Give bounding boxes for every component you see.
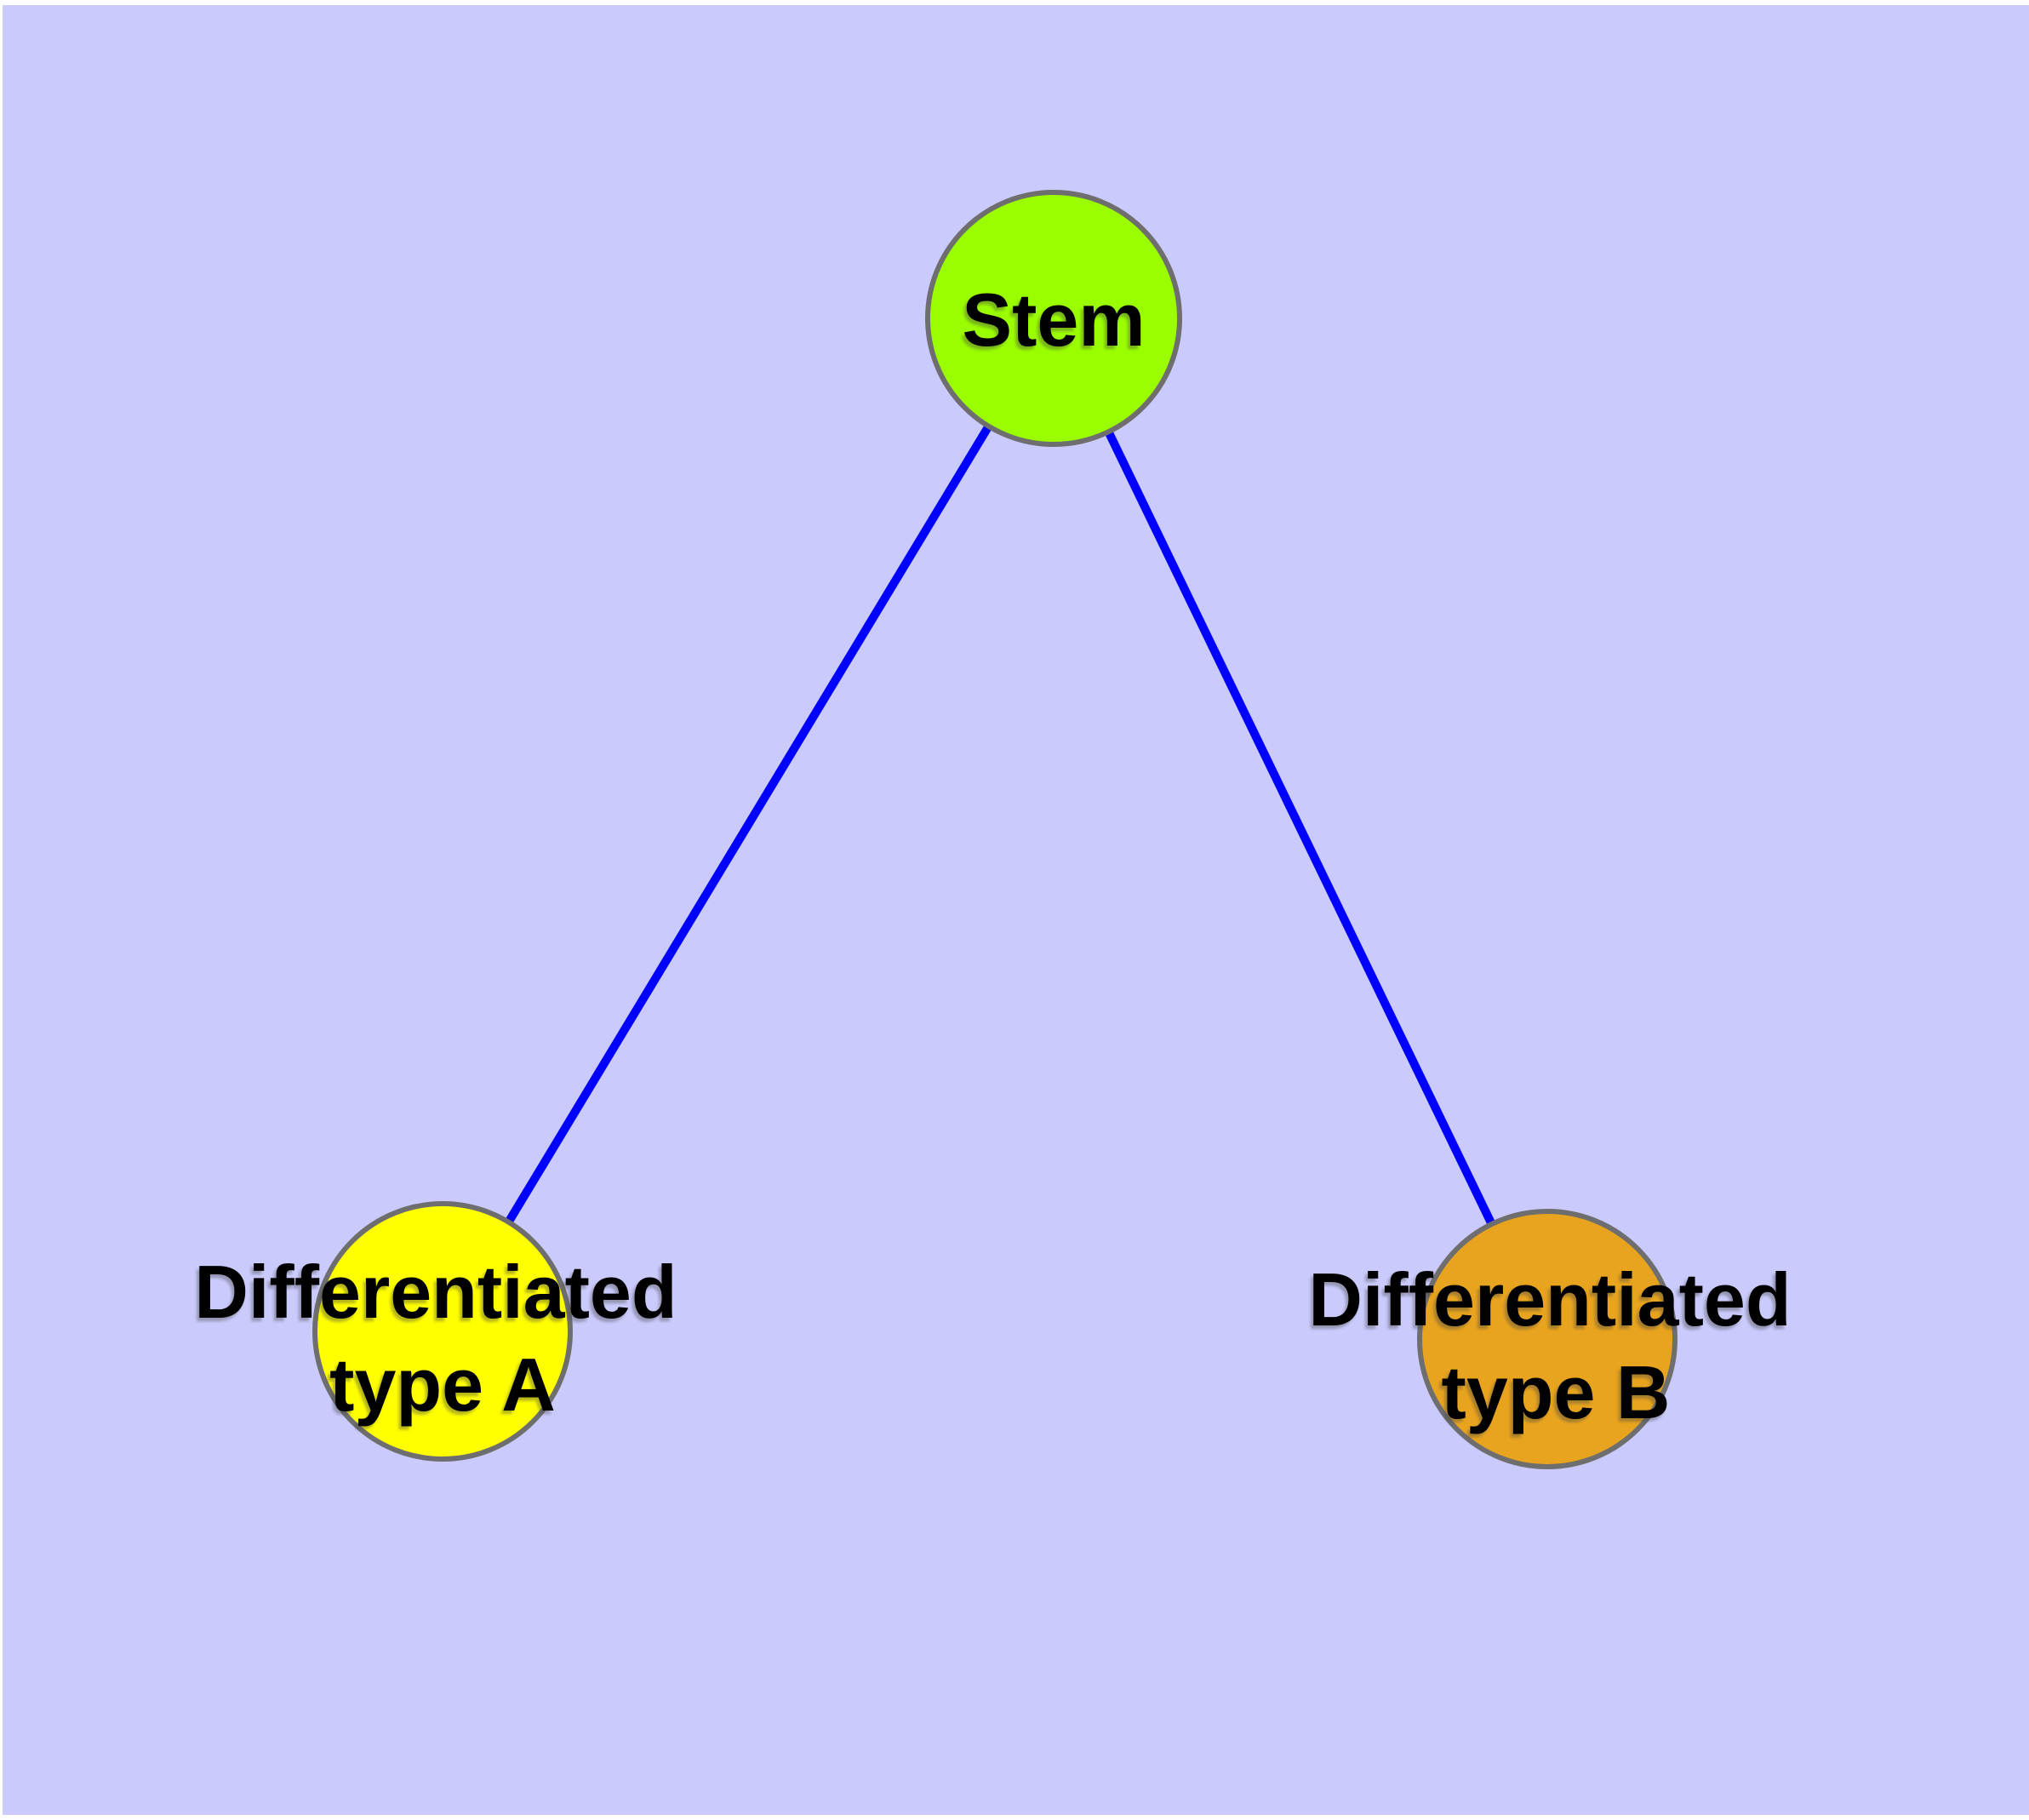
node-stem[interactable] (925, 190, 1182, 447)
node-type-a-label-line1: Differentiated (194, 1250, 677, 1334)
edge-stem-to-type-a (438, 314, 1058, 1336)
node-differentiated-type-b[interactable] (1417, 1209, 1677, 1469)
edge-stem-to-type-b (1049, 314, 1552, 1343)
node-type-b-label-line2: type B (1442, 1350, 1671, 1434)
node-stem-label: Stem (962, 278, 1145, 362)
node-type-a-label-line2: type A (329, 1342, 556, 1427)
node-type-b-label-line1: Differentiated (1308, 1257, 1791, 1342)
node-differentiated-type-a[interactable] (312, 1201, 573, 1462)
